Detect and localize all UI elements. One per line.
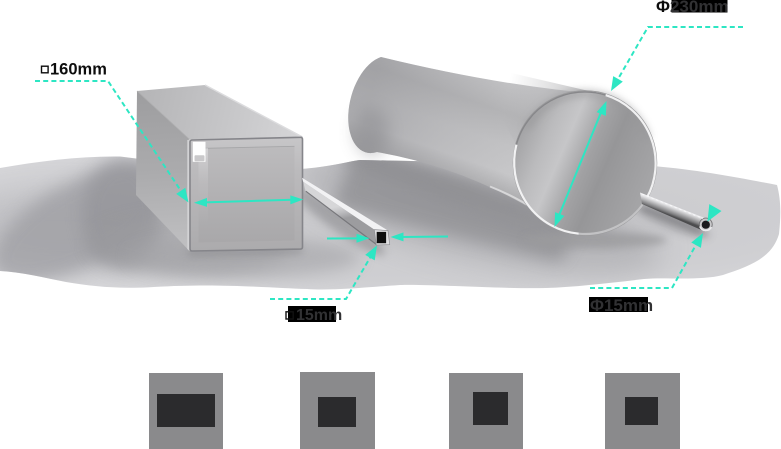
- svg-text:15mm: 15mm: [296, 307, 342, 324]
- svg-text:160mm: 160mm: [50, 61, 107, 79]
- svg-text:Φ230mm: Φ230mm: [656, 0, 729, 16]
- svg-text:Φ15mm: Φ15mm: [590, 296, 653, 315]
